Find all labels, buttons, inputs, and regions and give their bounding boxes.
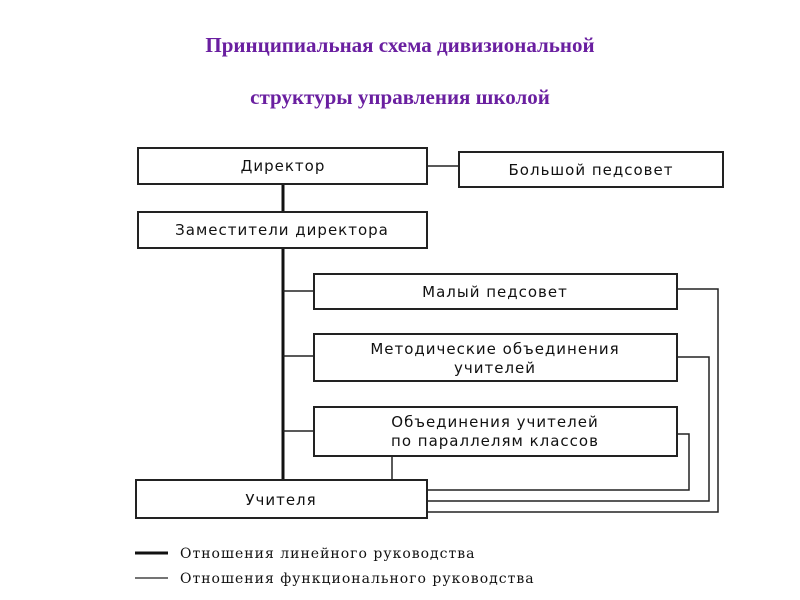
parallel-assoc-label-line2: по параллелям классов xyxy=(391,432,599,450)
deputies-box xyxy=(137,211,428,249)
director-label: Директор xyxy=(241,157,326,175)
diagram-title-line-2: структуры управления школой xyxy=(250,85,550,109)
teachers-label: Учителя xyxy=(245,491,316,509)
method-assoc-box xyxy=(313,333,678,382)
big-council-box xyxy=(458,151,724,188)
small-council-box xyxy=(313,273,678,310)
diagram-title-line-1: Принципиальная схема дивизиональной xyxy=(205,33,595,57)
legend-functional-label: Отношения функционального руководства xyxy=(180,571,535,587)
branch-connectors xyxy=(283,290,393,480)
big-council-label: Большой педсовет xyxy=(509,161,674,179)
method-assoc-label-line2: учителей xyxy=(454,359,536,377)
legend-linear-label: Отношения линейного руководства xyxy=(180,546,476,562)
parallel-assoc-label-line1: Объединения учителей xyxy=(391,413,598,431)
method-assoc-label-line1: Методические объединения xyxy=(370,340,619,358)
teachers-box xyxy=(135,479,428,519)
director-box xyxy=(137,147,428,185)
small-council-label: Малый педсовет xyxy=(422,283,568,301)
parallel-assoc-box xyxy=(313,406,678,457)
deputies-label: Заместители директора xyxy=(175,221,389,239)
functional-relations xyxy=(427,165,719,513)
